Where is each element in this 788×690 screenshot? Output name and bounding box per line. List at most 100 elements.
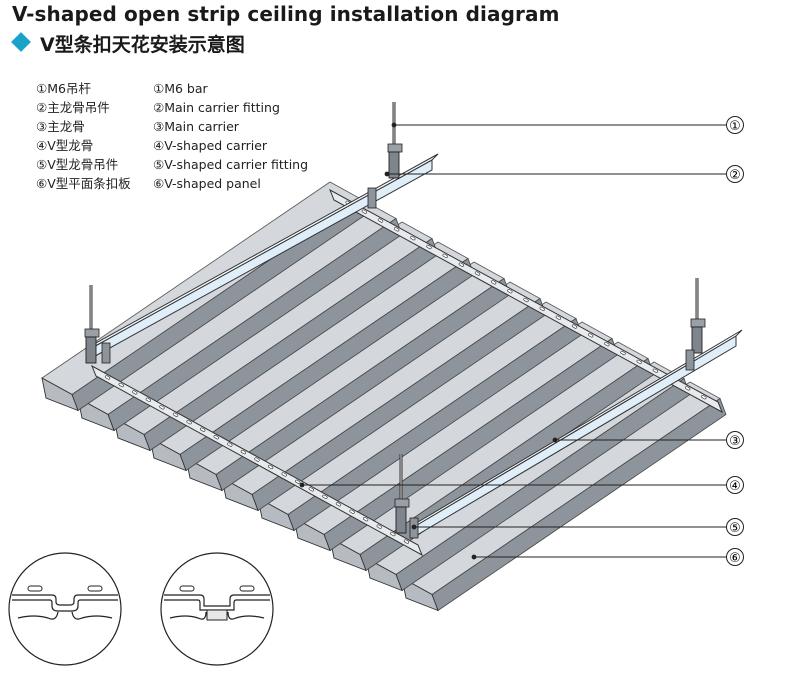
callout-number: ①: [729, 119, 741, 134]
carrier-hole: [701, 395, 707, 400]
legend-item: ③Main carrier: [153, 119, 239, 134]
carrier-hole: [349, 509, 355, 514]
legend-item: ⑥V-shaped panel: [153, 176, 261, 191]
carrier-hole: [159, 405, 165, 410]
callout-dot: [299, 482, 305, 488]
carrier-hole: [361, 209, 367, 214]
callout-3: ③: [726, 431, 744, 449]
hanger-back-fitting: [388, 151, 400, 179]
carrier-hole: [145, 397, 151, 402]
carrier-hole: [390, 531, 396, 537]
carrier-hole: [377, 218, 384, 223]
callout-2: ②: [726, 165, 744, 183]
carrier-hole: [104, 375, 111, 380]
hanger-left-nut: [84, 328, 100, 338]
callout-number: ③: [729, 434, 741, 449]
legend-item: ①M6 bar: [153, 81, 208, 96]
panel-profile: [221, 477, 259, 512]
panel-profile: [41, 377, 79, 412]
carrier-hole: [539, 306, 545, 311]
callout-leaders: [299, 122, 726, 560]
legend-item: ②主龙骨吊件: [36, 100, 110, 115]
detail-carrier-clip: [160, 552, 274, 666]
carrier-hole: [132, 390, 138, 395]
panel-profile: [401, 577, 439, 612]
callout-number: ⑥: [729, 551, 741, 566]
panel-profile: [329, 537, 367, 572]
hanger-right-fitting: [691, 326, 703, 354]
v-carrier-fitting: [367, 187, 377, 209]
legend-item: ⑤V型龙骨吊件: [36, 157, 119, 172]
carrier-hole: [507, 289, 513, 294]
v-shaped-panels: [41, 181, 727, 612]
legend-english: ①M6 bar ②Main carrier fitting ③Main carr…: [153, 79, 308, 193]
carrier-hole: [442, 253, 448, 258]
panel-profile: [113, 417, 151, 452]
carrier-hole: [636, 359, 642, 364]
carrier-hole: [295, 479, 301, 485]
page-title: V-shaped open strip ceiling installation…: [12, 2, 560, 26]
callout-number: ④: [729, 479, 741, 494]
carrier-hole: [281, 472, 287, 477]
legend-item: ⑥V型平面条扣板: [36, 176, 131, 191]
carrier-hole: [213, 434, 219, 440]
panel-profile: [185, 457, 223, 492]
callout-number: ⑤: [729, 521, 741, 536]
legend-item: ⑤V-shaped carrier fitting: [153, 157, 309, 172]
carrier-hole: [172, 412, 179, 417]
carrier-hole: [308, 487, 314, 492]
callout-dot: [391, 122, 397, 128]
hanger-back-nut: [387, 143, 403, 153]
legend-item: ④V型龙骨: [36, 138, 94, 153]
legend-item: ④V-shaped carrier: [153, 138, 268, 153]
callout-6: ⑥: [726, 548, 744, 566]
legend-chinese: ①M6吊杆 ②主龙骨吊件 ③主龙骨 ④V型龙骨 ⑤V型龙骨吊件 ⑥V型平面条扣板: [36, 79, 131, 193]
carrier-hole: [322, 494, 328, 499]
callout-dot: [411, 524, 417, 530]
panel-profile: [77, 397, 115, 432]
hanger-right-nut: [690, 318, 706, 328]
callout-5: ⑤: [726, 518, 744, 536]
carrier-hole: [267, 464, 274, 470]
hanger-front-fitting: [395, 506, 407, 534]
carrier-hole: [403, 539, 410, 544]
carrier-hole: [652, 368, 658, 373]
carrier-assembly: [84, 102, 743, 557]
carrier-hole: [363, 517, 369, 522]
callout-1: ①: [726, 116, 744, 134]
carrier-hole: [523, 297, 529, 303]
panel-profile: [257, 497, 295, 532]
carrier-hole: [474, 271, 481, 276]
carrier-hole: [200, 427, 206, 432]
page-subtitle: V型条扣天花安装示意图: [40, 34, 245, 56]
callout-number: ②: [729, 168, 741, 183]
carrier-hole: [376, 524, 382, 529]
carrier-hole: [426, 244, 432, 250]
legend-item: ①M6吊杆: [36, 81, 91, 96]
legend-item: ③主龙骨: [36, 119, 85, 134]
carrier-hole: [571, 324, 578, 329]
detail-panel-joint: [8, 552, 122, 666]
carrier-hole: [620, 350, 626, 356]
callout-dot: [384, 171, 390, 177]
carrier-hole: [394, 227, 400, 232]
panel-profile: [149, 437, 187, 472]
carrier-hole: [186, 420, 192, 425]
v-carrier-fitting: [685, 349, 695, 371]
carrier-hole: [335, 502, 342, 507]
hanger-front-nut: [394, 498, 410, 508]
carrier-hole: [491, 280, 497, 285]
carrier-hole: [604, 342, 610, 347]
carrier-hole: [555, 315, 561, 320]
callout-dot: [552, 437, 558, 443]
carrier-hole: [410, 236, 416, 241]
carrier-hole: [118, 382, 124, 388]
carrier-hole: [458, 262, 464, 267]
legend-item: ②Main carrier fitting: [153, 100, 280, 115]
panel-profile: [293, 517, 331, 552]
carrier-hole: [254, 457, 260, 462]
carrier-hole: [227, 442, 233, 447]
callout-dot: [471, 554, 477, 560]
carrier-hole: [240, 449, 247, 455]
hanger-left-fitting: [85, 336, 97, 364]
